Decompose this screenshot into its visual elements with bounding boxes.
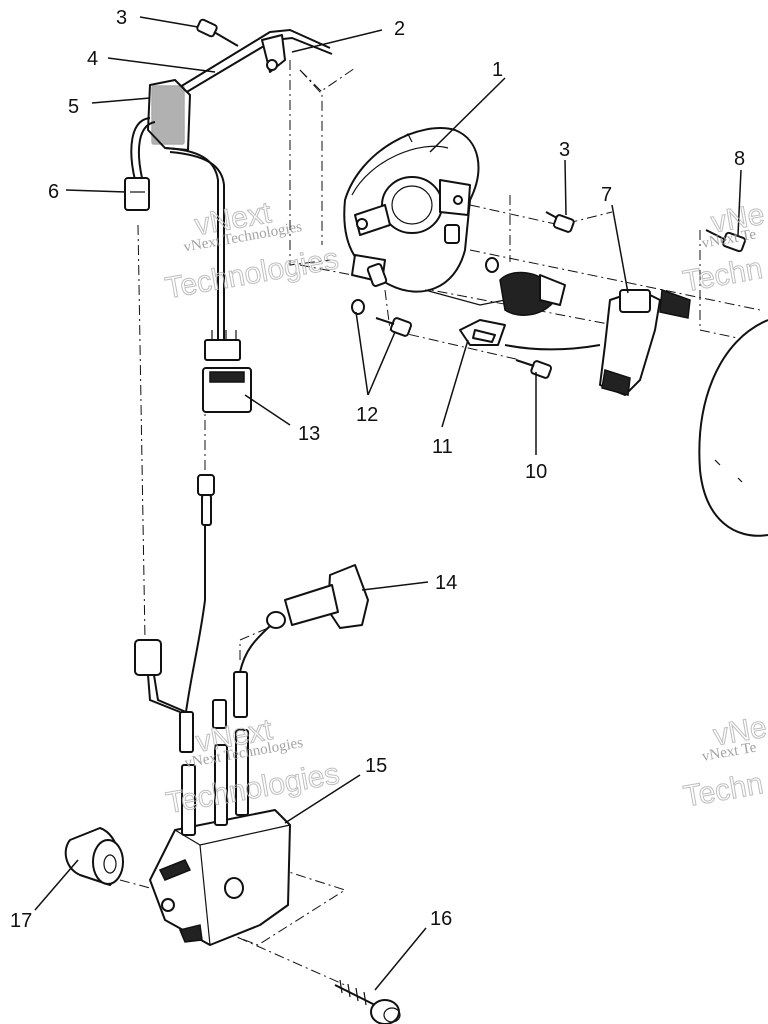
callout-1: 1 [492, 59, 503, 81]
screw-12 [351, 299, 413, 337]
bolt-16 [334, 979, 401, 1024]
fasteners [196, 18, 746, 1024]
rubber-bushing [64, 827, 124, 886]
callout-6: 6 [48, 181, 59, 203]
callout-16: 16 [430, 908, 452, 930]
callout-8: 8 [734, 148, 745, 170]
watermark-big-4a: vNe [711, 711, 768, 753]
callout-15: 15 [365, 755, 387, 777]
callout-17: 17 [10, 910, 32, 932]
screw-10 [515, 359, 553, 379]
stator-plate [343, 127, 480, 293]
callout-10: 10 [525, 461, 547, 483]
screw-3-top [196, 18, 239, 47]
callout-7: 7 [601, 184, 612, 206]
callout-13: 13 [298, 423, 320, 445]
callouts: 1 2 3 3 4 5 6 7 8 10 11 12 13 14 15 16 1… [10, 7, 745, 932]
lighting-coil [599, 288, 691, 396]
callout-11: 11 [432, 436, 453, 458]
flywheel [698, 319, 768, 537]
screw-3-right [545, 211, 575, 233]
callout-3-top: 3 [116, 7, 127, 29]
callout-3-right: 3 [559, 139, 570, 161]
callout-4: 4 [87, 48, 98, 70]
watermark-big-4b: Techn [681, 767, 766, 813]
watermark-big-3b: Techn [680, 252, 765, 298]
leader-lines [34, 16, 742, 991]
callout-14: 14 [435, 572, 457, 594]
ignition-coil [134, 474, 291, 946]
callout-2: 2 [394, 18, 405, 40]
spark-plug-cap [239, 564, 369, 673]
callout-12: 12 [356, 404, 378, 426]
watermark-big-3a: vNe [709, 198, 767, 240]
screw-8 [705, 229, 746, 253]
watermarks: vNext Technologies vNext Technologies vN… [162, 196, 768, 821]
callout-5: 5 [68, 96, 79, 118]
coil-assembly [424, 271, 601, 351]
wiring-harness [124, 28, 333, 413]
